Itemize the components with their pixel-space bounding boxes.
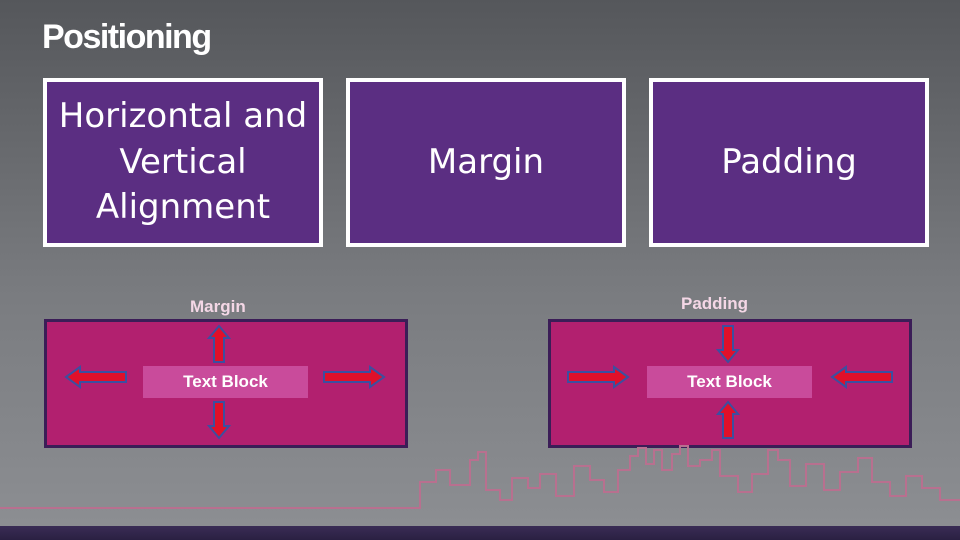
tile-padding: Padding <box>649 78 929 247</box>
margin-caption: Margin <box>190 297 246 316</box>
arrow-down-icon <box>206 401 232 440</box>
arrow-up-icon <box>206 324 232 363</box>
padding-text-block: Text Block <box>647 366 812 398</box>
arrow-left-icon <box>64 365 127 389</box>
arrow-right-icon <box>323 365 386 389</box>
slide-title: Positioning <box>42 18 212 56</box>
arrow-left-icon <box>830 365 893 389</box>
arrow-down-icon <box>715 325 741 364</box>
arrow-right-icon <box>567 365 630 389</box>
margin-text-block: Text Block <box>143 366 308 398</box>
city-skyline-decoration <box>0 445 960 509</box>
footer-bar <box>0 526 960 540</box>
tile-padding-label: Padding <box>721 141 857 182</box>
arrow-up-icon <box>715 400 741 439</box>
tile-alignment-line-2: Vertical <box>119 141 247 182</box>
tile-margin: Margin <box>346 78 626 247</box>
tile-alignment: Horizontal and Vertical Alignment <box>43 78 323 247</box>
padding-caption: Padding <box>681 294 749 313</box>
tile-margin-label: Margin <box>427 141 545 182</box>
tile-alignment-line-1: Horizontal and <box>58 95 308 136</box>
tile-alignment-line-3: Alignment <box>95 187 271 228</box>
